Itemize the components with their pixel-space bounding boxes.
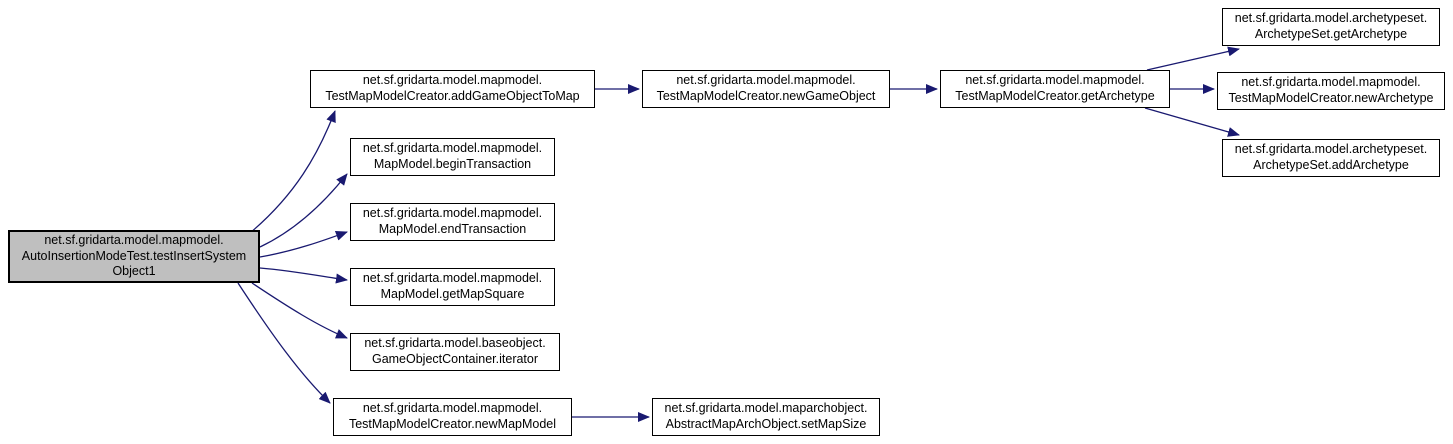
node-label-line: MapModel.getMapSquare (380, 287, 525, 301)
edge-main-to-newMapModel (237, 282, 331, 404)
node-label-line: TestMapModelCreator.getArchetype (955, 89, 1155, 103)
node-label-line: ArchetypeSet.getArchetype (1254, 27, 1408, 41)
node-label-line: net.sf.gridarta.model.maparchobject. (664, 401, 868, 416)
node-label-line: TestMapModelCreator.newMapModel (348, 417, 557, 431)
node-setMapSize[interactable]: net.sf.gridarta.model.maparchobject. Abs… (652, 398, 880, 436)
node-label-line: TestMapModelCreator.newGameObject (656, 89, 876, 103)
node-getMapSquare[interactable]: net.sf.gridarta.model.mapmodel. MapModel… (350, 268, 555, 306)
node-label-line: Object1 (112, 264, 156, 279)
node-archetypeSet-addArchetype[interactable]: net.sf.gridarta.model.archetypeset. Arch… (1222, 139, 1440, 177)
node-addGameObjectToMap[interactable]: net.sf.gridarta.model.mapmodel. TestMapM… (310, 70, 595, 108)
node-label-line: MapModel.beginTransaction (373, 157, 532, 171)
edge-main-to-addGameObjectToMap (249, 110, 336, 234)
node-endTransaction[interactable]: net.sf.gridarta.model.mapmodel. MapModel… (350, 203, 555, 241)
node-label-line: MapModel.endTransaction (378, 222, 527, 236)
node-label-line: net.sf.gridarta.model.mapmodel. (362, 73, 543, 88)
node-testInsertSystemObject1[interactable]: net.sf.gridarta.model.mapmodel. AutoInse… (8, 230, 260, 283)
node-label-line: AutoInsertionModeTest.testInsertSystem (21, 248, 247, 263)
node-label-line: net.sf.gridarta.model.mapmodel. (362, 401, 543, 416)
node-label-line: net.sf.gridarta.model.archetypeset. (1234, 11, 1428, 26)
node-label-line: net.sf.gridarta.model.mapmodel. (362, 206, 543, 221)
node-label-line: net.sf.gridarta.model.mapmodel. (676, 73, 856, 88)
edge-getArchetype-to-archetypeSetAddArchetype (1144, 107, 1240, 137)
node-label-line: net.sf.gridarta.model.mapmodel. (1241, 75, 1421, 90)
edge-main-to-getMapSquare (259, 267, 348, 284)
node-gameObjectContainer-iterator[interactable]: net.sf.gridarta.model.baseobject. GameOb… (350, 333, 560, 371)
node-getArchetype[interactable]: net.sf.gridarta.model.mapmodel. TestMapM… (940, 70, 1170, 108)
node-label-line: GameObjectContainer.iterator (371, 352, 539, 366)
node-label-line: net.sf.gridarta.model.archetypeset. (1234, 142, 1428, 157)
node-label-line: net.sf.gridarta.model.mapmodel. (362, 271, 543, 286)
node-label-line: AbstractMapArchObject.setMapSize (665, 417, 867, 431)
edge-main-to-iterator (251, 282, 348, 339)
node-label-line: net.sf.gridarta.model.mapmodel. (44, 233, 224, 248)
node-newGameObject[interactable]: net.sf.gridarta.model.mapmodel. TestMapM… (642, 70, 890, 108)
node-newMapModel[interactable]: net.sf.gridarta.model.mapmodel. TestMapM… (333, 398, 572, 436)
node-label-line: net.sf.gridarta.model.mapmodel. (965, 73, 1145, 88)
node-label-line: TestMapModelCreator.addGameObjectToMap (325, 89, 580, 103)
node-label-line: TestMapModelCreator.newArchetype (1228, 91, 1434, 105)
node-archetypeSet-getArchetype[interactable]: net.sf.gridarta.model.archetypeset. Arch… (1222, 8, 1440, 46)
node-label-line: ArchetypeSet.addArchetype (1253, 158, 1409, 172)
node-beginTransaction[interactable]: net.sf.gridarta.model.mapmodel. MapModel… (350, 138, 555, 176)
node-newArchetype[interactable]: net.sf.gridarta.model.mapmodel. TestMapM… (1217, 72, 1445, 110)
edge-main-to-beginTransaction (259, 173, 348, 248)
edge-getArchetype-to-archetypeSetGetArchetype (1146, 46, 1240, 71)
node-label-line: net.sf.gridarta.model.baseobject. (364, 336, 546, 351)
node-label-line: net.sf.gridarta.model.mapmodel. (362, 141, 543, 156)
edge-main-to-endTransaction (259, 231, 348, 258)
